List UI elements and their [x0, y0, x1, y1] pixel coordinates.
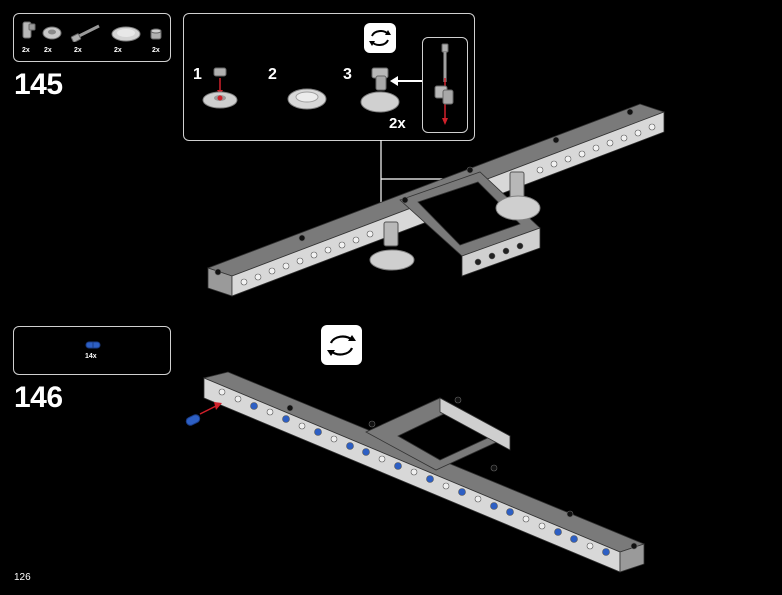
substep3-assembled-foot-icon [360, 67, 400, 113]
rotate-model-icon [321, 325, 362, 365]
part-qty: 2x [44, 47, 52, 54]
substep1-dish-with-gear-icon [202, 67, 238, 109]
bush-part-icon [150, 28, 162, 40]
insert-arrow-icon [390, 76, 426, 86]
dish-part-icon [111, 26, 141, 42]
gear-part-icon [42, 26, 62, 40]
part-qty: 2x [74, 47, 82, 54]
foot-right [495, 171, 541, 221]
foot-left [369, 221, 415, 271]
substep2-dish-icon [287, 88, 327, 110]
page-number: 126 [14, 572, 31, 583]
substep-label-1: 1 [193, 66, 202, 83]
part-qty: 2x [114, 47, 122, 54]
step-number-146: 146 [14, 381, 63, 414]
step145-parts-list: 2x 2x 2x 2x 2x [13, 13, 171, 62]
callout-quantity: 2x [389, 115, 406, 132]
blue-pin-part-icon [85, 341, 101, 349]
part-qty: 14x [85, 353, 97, 360]
step146-parts-list: 14x [13, 326, 171, 375]
axle-insertion-icon [434, 43, 454, 125]
step-number-145: 145 [14, 68, 63, 101]
rotate-model-icon [364, 23, 396, 53]
pin-insertion [185, 402, 222, 426]
step145-subassembly-callout: 1 2 3 2x [183, 13, 475, 141]
beam-holes [240, 123, 656, 286]
axle-insertion-subcallout [422, 37, 468, 133]
axle-connector-part-icon [22, 21, 36, 39]
substep-label-3: 3 [343, 66, 352, 83]
beam-holes-with-pins [218, 388, 610, 556]
axle-part-icon [70, 24, 100, 42]
substep-label-2: 2 [268, 66, 277, 83]
part-qty: 2x [152, 47, 160, 54]
part-qty: 2x [22, 47, 30, 54]
